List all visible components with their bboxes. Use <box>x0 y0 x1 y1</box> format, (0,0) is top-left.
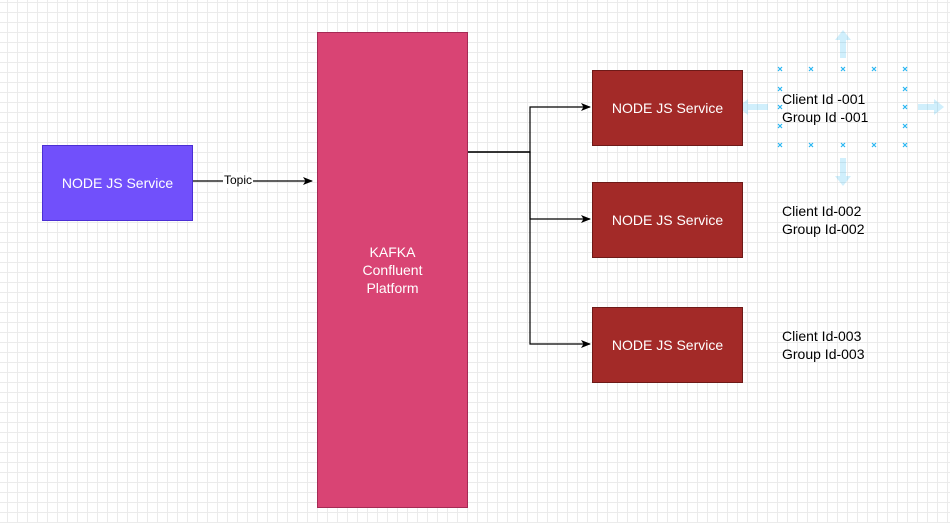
selection-handles[interactable] <box>738 30 944 186</box>
kafka-platform-node[interactable]: KAFKA Confluent Platform <box>317 32 468 508</box>
consumer-2-client-group-text[interactable]: Client Id-002 Group Id-002 <box>782 203 865 237</box>
resize-arrow-left-icon[interactable] <box>738 99 768 115</box>
consumer-node-service-3[interactable]: NODE JS Service <box>592 307 743 383</box>
kafka-to-consumer-3-arrow[interactable] <box>468 151 591 348</box>
consumer-label: NODE JS Service <box>611 212 724 228</box>
selection-grip-points[interactable] <box>777 66 908 148</box>
consumer-label: NODE JS Service <box>611 337 724 353</box>
consumer-label: NODE JS Service <box>611 100 724 116</box>
consumer-3-client-group-text[interactable]: Client Id-003 Group Id-003 <box>782 328 865 362</box>
consumer-node-service-2[interactable]: NODE JS Service <box>592 182 743 258</box>
consumer-node-service-1[interactable]: NODE JS Service <box>592 70 743 146</box>
topic-label[interactable]: Topic <box>223 172 254 188</box>
resize-arrow-up-icon[interactable] <box>835 30 851 58</box>
producer-node-service[interactable]: NODE JS Service <box>42 145 193 221</box>
kafka-to-consumer-2-arrow[interactable] <box>468 151 591 223</box>
kafka-to-consumer-1-arrow[interactable] <box>468 103 591 153</box>
resize-arrow-right-icon[interactable] <box>918 99 944 115</box>
consumer-1-client-group-text[interactable]: Client Id -001 Group Id -001 <box>782 91 869 125</box>
resize-arrow-down-icon[interactable] <box>835 158 851 186</box>
kafka-label: KAFKA Confluent Platform <box>362 244 423 296</box>
producer-label: NODE JS Service <box>61 175 174 191</box>
